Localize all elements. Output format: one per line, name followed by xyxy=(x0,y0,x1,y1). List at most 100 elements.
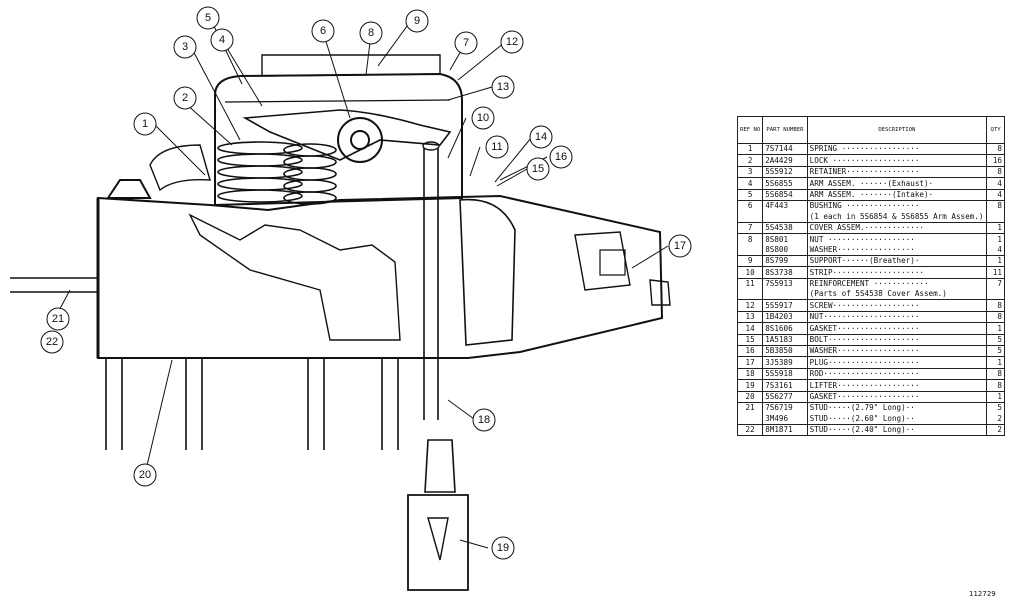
part-number: 5S6855 xyxy=(762,177,808,190)
part-number: 8S800 xyxy=(762,244,808,256)
description-note: (1 each in 5S6854 & 5S6855 Arm Assem.) xyxy=(806,211,988,223)
ref-no: 12 xyxy=(736,299,764,312)
ref-no: 14 xyxy=(736,322,764,335)
callout-20: 20 xyxy=(139,469,151,481)
qty-header: QTY xyxy=(986,116,1005,144)
ref-no xyxy=(736,244,764,256)
part-number: 1B4203 xyxy=(762,310,808,324)
part-number: 4F443 xyxy=(762,199,808,212)
part-number: 7S6719 xyxy=(762,401,808,414)
table-header-row: REF NO PART NUMBER DESCRIPTION QTY xyxy=(736,116,1005,144)
part-number: 8S3738 xyxy=(762,266,808,279)
qty: 4 xyxy=(986,244,1005,256)
qty: 11 xyxy=(986,266,1005,279)
description: PLUG···················· xyxy=(806,356,988,369)
callout-11: 11 xyxy=(491,141,502,153)
part-number: 5S4538 xyxy=(762,221,808,235)
qty: 1 xyxy=(986,233,1005,245)
qty: 1 xyxy=(986,221,1005,235)
description: WASHER·················· xyxy=(806,345,988,358)
description-header: DESCRIPTION xyxy=(806,116,988,144)
ref-no xyxy=(736,211,764,223)
callout-16: 16 xyxy=(555,151,567,163)
qty: 5 xyxy=(986,333,1005,347)
ref-no: 5 xyxy=(736,188,764,201)
description: ARM ASSEM. ·······(Intake)· xyxy=(806,188,988,201)
part-number xyxy=(762,289,808,301)
qty: 8 xyxy=(986,165,1005,179)
ref-no: 3 xyxy=(736,165,764,179)
description: BUSHING ················ xyxy=(806,199,988,212)
ref-no: 13 xyxy=(736,310,764,324)
part-number xyxy=(762,211,808,223)
cylinder-head-exploded-diagram: 1 2 3 4 5 6 8 9 7 12 13 10 11 14 15 16 1… xyxy=(10,6,692,591)
qty: 4 xyxy=(986,188,1005,201)
ref-no: 20 xyxy=(736,390,764,404)
qty: 4 xyxy=(986,177,1005,190)
qty xyxy=(986,289,1005,301)
description: SCREW··················· xyxy=(806,299,988,312)
description: GASKET·················· xyxy=(806,390,988,404)
callout-14: 14 xyxy=(535,131,547,143)
ref-no: 7 xyxy=(736,221,764,235)
callout-17: 17 xyxy=(674,240,686,252)
description: STUD·····(2.79" Long)·· xyxy=(806,401,988,414)
ref-no: 8 xyxy=(736,233,764,245)
ref-no: 6 xyxy=(736,199,764,212)
part-number: 1A5183 xyxy=(762,333,808,347)
ref-no-header: REF NO xyxy=(736,116,764,144)
callout-21: 21 xyxy=(52,313,64,325)
qty: 7 xyxy=(986,277,1005,290)
description: NUT ··················· xyxy=(806,233,988,245)
qty: 5 xyxy=(986,401,1005,414)
qty: 5 xyxy=(986,345,1005,358)
ref-no: 19 xyxy=(736,379,764,392)
qty: 8 xyxy=(986,142,1005,156)
part-number: 5S5912 xyxy=(762,165,808,179)
callout-19: 19 xyxy=(497,542,509,554)
drawing-number: 112729 xyxy=(969,590,996,598)
ref-no: 11 xyxy=(736,277,764,290)
qty xyxy=(986,211,1005,223)
description: LOCK ··················· xyxy=(806,154,988,167)
description: NUT····················· xyxy=(806,310,988,324)
part-number: 8M1871 xyxy=(762,423,808,437)
part-number: 3M496 xyxy=(762,413,808,425)
part-number-header: PART NUMBER xyxy=(762,116,808,144)
part-number: 7S7144 xyxy=(762,142,808,156)
callout-10: 10 xyxy=(477,112,489,124)
ref-no: 22 xyxy=(736,423,764,437)
description: LIFTER·················· xyxy=(806,379,988,392)
ref-no: 4 xyxy=(736,177,764,190)
qty: 1 xyxy=(986,322,1005,335)
description: SUPPORT······(Breather)· xyxy=(806,254,988,268)
qty: 8 xyxy=(986,379,1005,392)
qty: 2 xyxy=(986,413,1005,425)
description: REINFORCEMENT ············ xyxy=(806,277,988,290)
callout-4: 4 xyxy=(219,34,225,46)
part-number: 8S1606 xyxy=(762,322,808,335)
callout-9: 9 xyxy=(414,15,420,27)
ref-no: 2 xyxy=(736,154,764,167)
description: STUD·····(2.40" Long)·· xyxy=(806,423,988,437)
part-number: 3J5389 xyxy=(762,356,808,369)
qty: 1 xyxy=(986,356,1005,369)
part-number: 5S5917 xyxy=(762,299,808,312)
ref-no xyxy=(736,413,764,425)
description: COVER ASSEM.············· xyxy=(806,221,988,235)
table-row: (1 each in 5S6854 & 5S6855 Arm Assem.) xyxy=(736,211,1005,223)
qty: 8 xyxy=(986,199,1005,212)
qty: 8 xyxy=(986,310,1005,324)
